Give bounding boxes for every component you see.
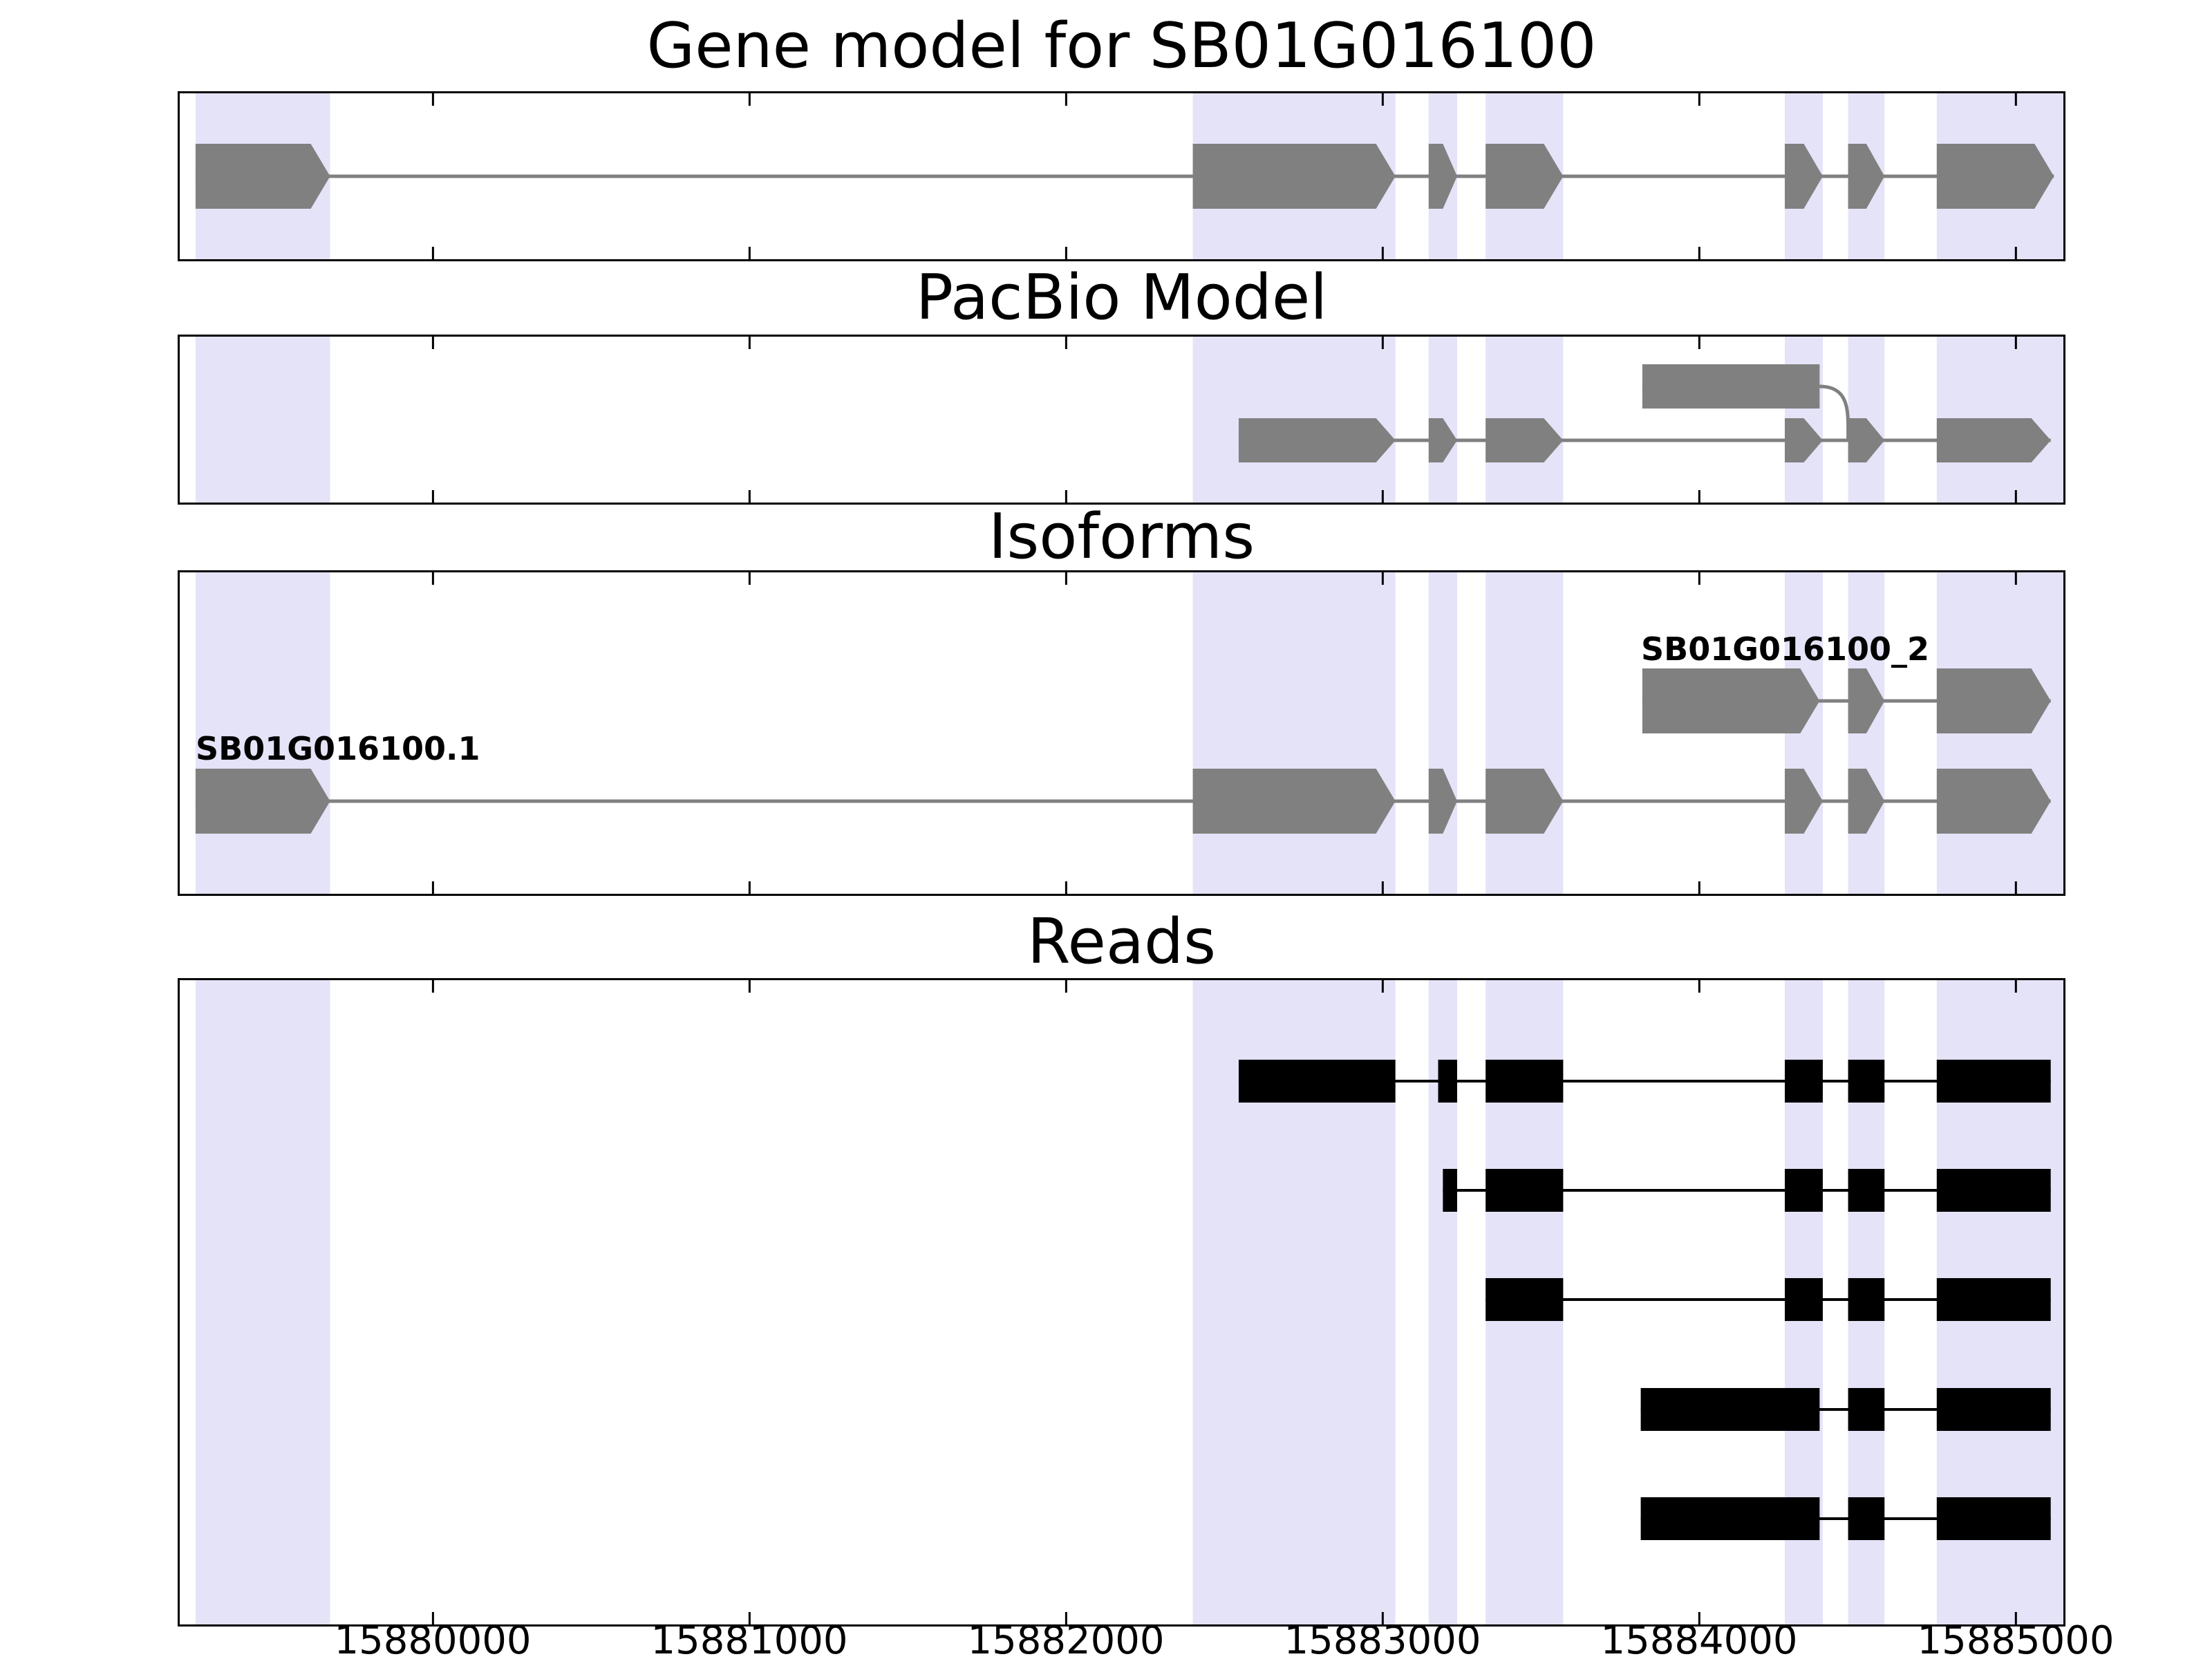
read-2-exon [1848,1169,1885,1212]
read-2-exon [1443,1169,1457,1212]
read-1-exon [1238,1060,1396,1103]
pacbio-model-full-exon [1428,418,1457,462]
read-1-exon [1485,1060,1564,1103]
SB01G016100-gene-model-exon [1192,144,1396,209]
SB01G016100.1-exon [1936,769,2051,834]
x-tick-label: 15882000 [967,1618,1165,1659]
SB01G016100.1-exon [1784,769,1823,834]
SB01G016100.1-exon [195,769,330,834]
SB01G016100_2-exon [1848,668,1885,733]
panel-title-reads: Reads [1027,906,1217,978]
isoform-label-SB01G016100.1: SB01G016100.1 [196,730,480,767]
exon-highlight-band [1485,572,1564,894]
read-2-exon [1485,1169,1564,1212]
pacbio-model-track [195,337,2063,503]
read-1-exon [1784,1060,1823,1103]
pacbio-model-full-exon [1784,418,1823,462]
isoforms-panel [178,570,2065,896]
panel-title-pacbio-model: PacBio Model [915,261,1328,334]
isoforms-track [195,572,2063,894]
pacbio-model-full-exon [1936,418,2051,462]
SB01G016100-gene-model-exon [1428,144,1457,209]
read-4-exon [1936,1388,2051,1431]
exon-highlight-band [1428,572,1457,894]
exon-highlight-band [1192,572,1396,894]
SB01G016100-gene-model-exon [195,144,330,209]
SB01G016100.1-exon [1485,769,1564,834]
SB01G016100_2-exon [1642,668,1820,733]
gene-model-track [195,93,2063,259]
x-tick-label: 15880000 [334,1618,532,1659]
read-4-exon [1848,1388,1885,1431]
SB01G016100-gene-model-exon [1936,144,2054,209]
pacbio-model-full-exon [1848,418,1885,462]
read-2-exon [1784,1169,1823,1212]
read-2-exon [1936,1169,2051,1212]
x-tick-label: 15884000 [1600,1618,1798,1659]
SB01G016100.1-exon [1428,769,1457,834]
x-tick-label: 15883000 [1284,1618,1481,1659]
read-1-exon [1438,1060,1457,1103]
gene-model-panel [178,91,2065,261]
SB01G016100-gene-model-exon [1485,144,1564,209]
read-3-exon [1848,1278,1885,1321]
SB01G016100.1-exon [1192,769,1396,834]
read-3-exon [1936,1278,2051,1321]
reads-track [195,980,2063,1624]
read-1-exon [1936,1060,2051,1103]
read-4-exon [1640,1388,1820,1431]
reads-panel [178,978,2065,1627]
pacbio-model-alt-start-exon [1642,364,1820,409]
pacbio-model-full-exon [1238,418,1396,462]
read-5-exon [1640,1497,1820,1540]
read-5-exon [1848,1497,1885,1540]
exon-highlight-band [195,980,330,1624]
x-tick-label: 15885000 [1917,1618,2115,1659]
read-3-exon [1784,1278,1823,1321]
SB01G016100.1-exon [1848,769,1885,834]
read-3-exon [1485,1278,1564,1321]
pacbio-model-alt-start-splice-connector [1819,384,1850,441]
pacbio-model-panel [178,335,2065,505]
panel-title-isoforms: Isoforms [988,500,1255,573]
exon-highlight-band [195,337,330,503]
isoform-label-SB01G016100_2: SB01G016100_2 [1641,630,1930,668]
read-1-exon [1848,1060,1885,1103]
pacbio-model-full-exon [1485,418,1564,462]
panel-title-gene-model: Gene model for SB01G016100 [646,10,1597,82]
SB01G016100_2-exon [1936,668,2051,733]
exon-highlight-band [195,572,330,894]
SB01G016100-gene-model-exon [1784,144,1823,209]
x-tick-label: 15881000 [650,1618,848,1659]
read-5-exon [1936,1497,2051,1540]
SB01G016100-gene-model-exon [1848,144,1885,209]
